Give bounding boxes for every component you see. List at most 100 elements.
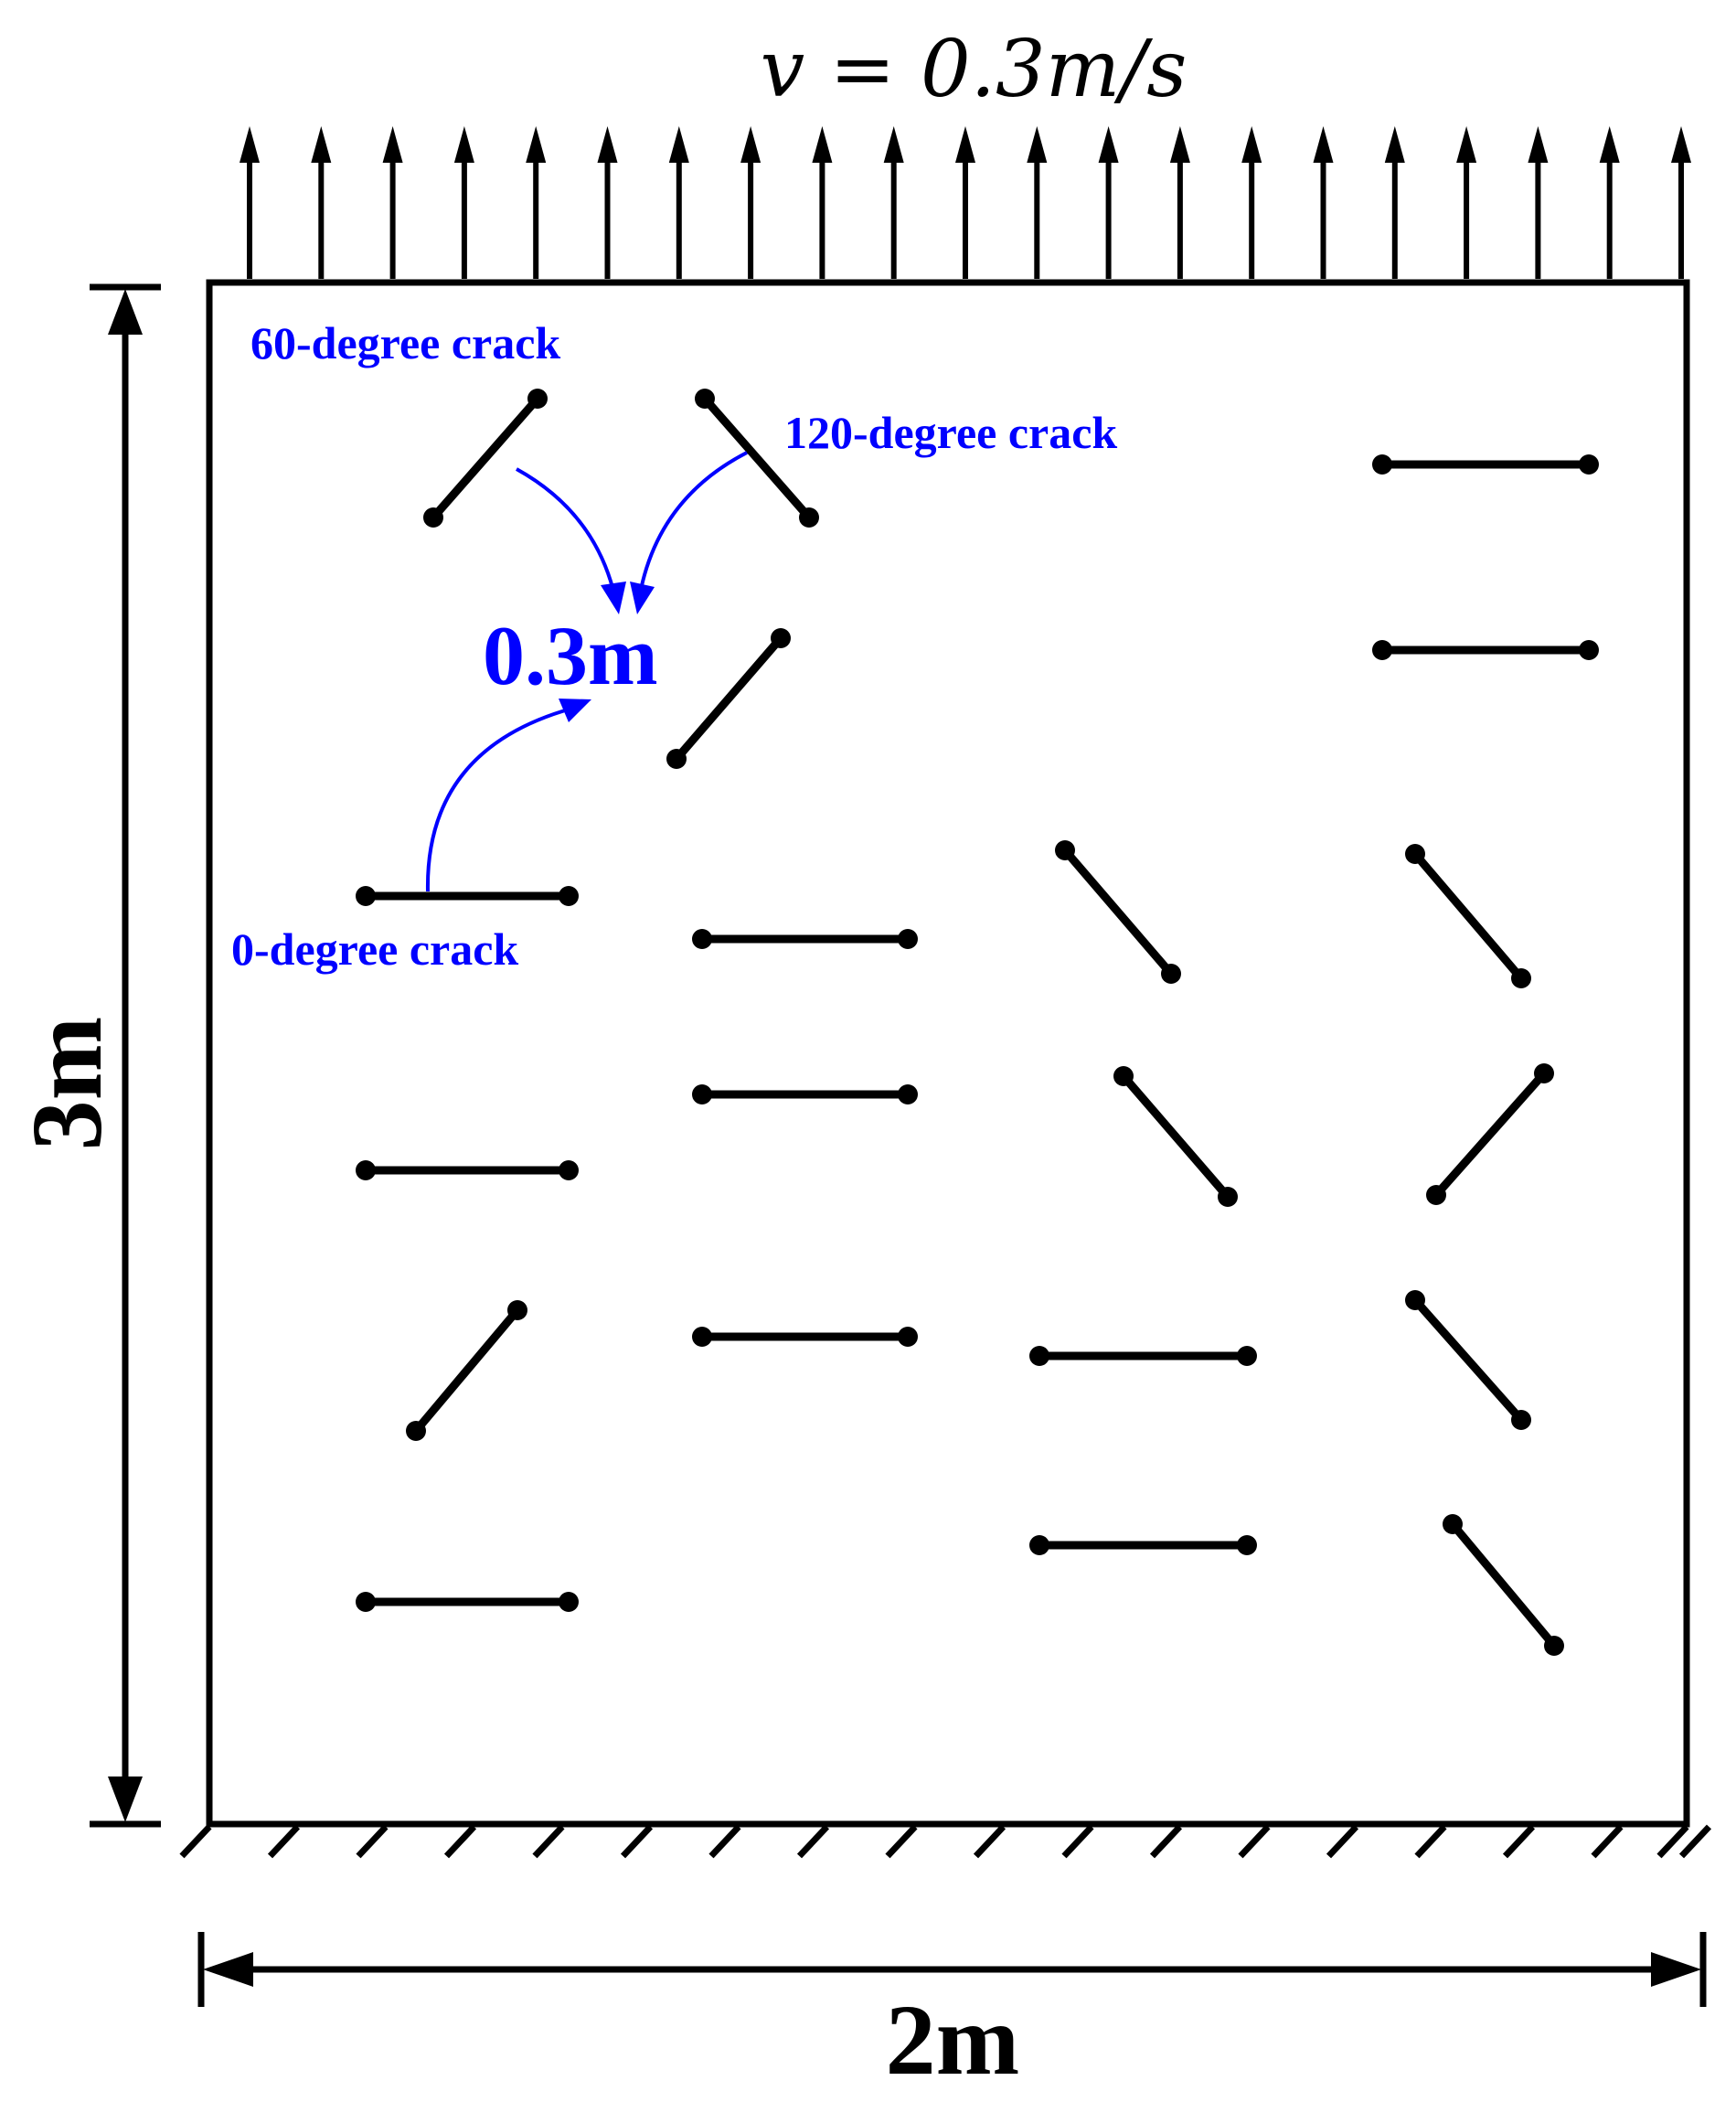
crack (666, 628, 791, 769)
hatch-line (620, 1824, 654, 1859)
crack-tip (1055, 840, 1075, 860)
crack-tip (1443, 1514, 1463, 1534)
hatch-line (1414, 1824, 1447, 1859)
crack-set (356, 389, 1599, 1656)
velocity-arrow (1599, 126, 1620, 279)
label-120-degree-crack: 120-degree crack (784, 407, 1117, 458)
velocity-arrow (1456, 126, 1477, 279)
crack-tip (507, 1300, 527, 1320)
crack-tip (1161, 964, 1181, 984)
width-dim-arrow-right (1651, 1952, 1701, 1987)
crack-tip (559, 1160, 579, 1180)
velocity-label: v = 0.3m/s (761, 24, 1188, 115)
arrowhead-0deg (559, 699, 591, 722)
crack-tip (423, 507, 443, 528)
velocity-arrow (597, 126, 618, 279)
hatch-line (1149, 1824, 1183, 1859)
crack-tip (1237, 1535, 1257, 1555)
velocity-arrow (1528, 126, 1549, 279)
hatch-line (1238, 1824, 1271, 1859)
velocity-arrow (240, 126, 260, 279)
hatch-line (356, 1824, 389, 1859)
crack (692, 1327, 918, 1347)
crack-tip (1534, 1063, 1554, 1083)
width-dim-arrow-left (203, 1952, 253, 1987)
crack-tip (356, 886, 376, 906)
hatch-line (973, 1824, 1006, 1859)
height-label: 3m (11, 1017, 122, 1151)
height-dimension (90, 283, 161, 1828)
velocity-arrow (526, 126, 547, 279)
crack-tip (1029, 1535, 1049, 1555)
velocity-arrow (1671, 126, 1691, 279)
velocity-arrow (668, 126, 689, 279)
arrow-60deg-to-length (516, 467, 616, 595)
crack-tip (898, 1084, 918, 1104)
hatch-line (708, 1824, 741, 1859)
height-dim-arrow-top (108, 289, 143, 335)
velocity-arrow (1027, 126, 1048, 279)
crack-tip (1544, 1636, 1564, 1656)
velocity-arrow (1313, 126, 1334, 279)
crack (692, 929, 918, 949)
crack-tip (1029, 1346, 1049, 1366)
crack (1405, 844, 1531, 988)
crack-tip (1405, 844, 1425, 864)
crack-tip (1579, 454, 1599, 475)
velocity-arrow (955, 126, 975, 279)
crack-tip (799, 507, 819, 528)
crack (695, 389, 819, 528)
crack (1055, 840, 1181, 984)
crack (423, 389, 548, 528)
crack (1372, 454, 1599, 475)
hatch-line (1061, 1824, 1094, 1859)
hatch-line (532, 1824, 565, 1859)
crack (1372, 640, 1599, 660)
velocity-arrow (740, 126, 761, 279)
crack (1443, 1514, 1564, 1656)
crack-tip (692, 929, 712, 949)
crack-tip (898, 1327, 918, 1347)
crack-tip (1426, 1185, 1446, 1205)
velocity-arrow (453, 126, 474, 279)
arrowhead-60deg (601, 582, 626, 614)
velocity-arrow (812, 126, 833, 279)
height-dim-arrow-bottom (108, 1777, 143, 1822)
specimen-plate (206, 279, 1690, 1828)
crack-tip (1113, 1066, 1134, 1086)
velocity-arrow (1384, 126, 1405, 279)
crack-tip (1511, 968, 1531, 988)
crack-tip (692, 1327, 712, 1347)
velocity-arrows (240, 126, 1691, 279)
width-label: 2m (886, 1984, 1020, 2096)
velocity-arrow (1241, 126, 1262, 279)
crack-tip (898, 929, 918, 949)
crack-tip (771, 628, 791, 648)
crack (356, 1160, 579, 1180)
velocity-arrow (1098, 126, 1119, 279)
arrow-0deg-to-length (425, 707, 572, 892)
velocity-arrow (1169, 126, 1190, 279)
crack (692, 1084, 918, 1104)
hatch-line (179, 1824, 212, 1859)
crack (356, 886, 579, 906)
arrow-120deg-to-length (638, 451, 748, 595)
crack-tip (1405, 1290, 1425, 1310)
hatch-line (1326, 1824, 1359, 1859)
crack (1426, 1063, 1554, 1205)
hatch-line (796, 1824, 830, 1859)
crack-tip (356, 1592, 376, 1612)
crack-tip (666, 749, 687, 769)
crack (1029, 1535, 1257, 1555)
crack-tip (1372, 454, 1392, 475)
crack-tip (406, 1421, 426, 1441)
label-60-degree-crack: 60-degree crack (250, 317, 560, 368)
width-dimension (197, 1932, 1707, 2007)
hatch-line (1502, 1824, 1536, 1859)
crack (1029, 1346, 1257, 1366)
crack-tip (356, 1160, 376, 1180)
hatch-line (443, 1824, 477, 1859)
crack (406, 1300, 527, 1441)
crack-tip (1511, 1410, 1531, 1430)
